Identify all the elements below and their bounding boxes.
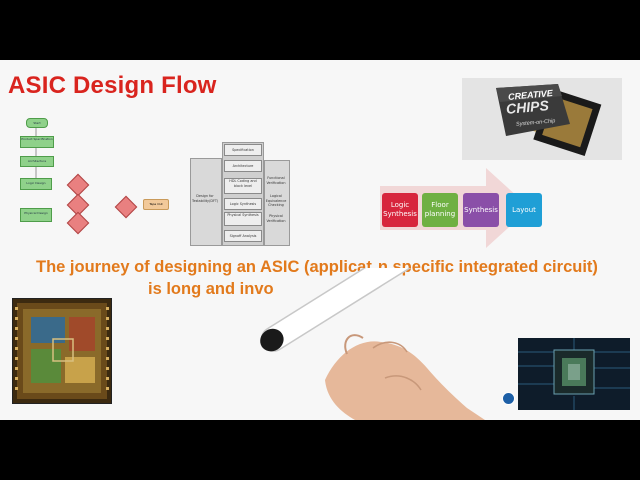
video-frame: ASIC Design Flow Start Product Specifica… bbox=[0, 60, 640, 420]
flowchart-step: Architecture bbox=[20, 156, 54, 167]
hand-with-marker bbox=[260, 268, 485, 420]
flowchart-step: Product Specification bbox=[20, 136, 54, 148]
flow-box-layout: Layout bbox=[506, 193, 542, 227]
flow-box-synthesis: Synthesis bbox=[463, 193, 499, 227]
flowchart-step: Physical Design bbox=[20, 208, 52, 222]
flowchart-decision bbox=[114, 195, 138, 219]
flow-step: Physical Synthesis bbox=[224, 212, 262, 226]
channel-badge-icon[interactable] bbox=[502, 392, 515, 405]
dft-label: Design for Testability(DFT) bbox=[192, 194, 219, 203]
slide-title: ASIC Design Flow bbox=[8, 72, 217, 99]
dft-column bbox=[190, 158, 222, 246]
headline-line2: is long and invo bbox=[148, 280, 274, 298]
flow-step: Signoff Analysis bbox=[224, 230, 262, 242]
circuit-board-photo bbox=[518, 338, 630, 410]
verification-label: Functional Verification bbox=[266, 176, 286, 185]
flow-step: Logic Synthesis bbox=[224, 198, 262, 210]
flow-step: Architecture bbox=[224, 160, 262, 172]
verification-label: Physical Verification bbox=[266, 214, 286, 223]
flow-step: Specification bbox=[224, 144, 262, 156]
flowchart-start: Start bbox=[26, 118, 48, 128]
headline-part-b: n specific integrated circuit) bbox=[377, 258, 598, 276]
chip-logo-image bbox=[496, 84, 602, 157]
verification-column bbox=[264, 160, 290, 246]
main-column bbox=[222, 142, 264, 246]
flowchart-tapeout: Tape Out bbox=[143, 199, 169, 210]
chip-die-photo bbox=[12, 298, 112, 404]
flow-step: HDL Coding and block level bbox=[224, 178, 262, 194]
creative-chips-panel: CREATIVE CHIPS System-on-Chip bbox=[462, 78, 622, 160]
circuit-board-image bbox=[518, 338, 630, 410]
flowchart-step: Logic Design bbox=[20, 178, 52, 190]
flow-box-logic-synthesis: Logic Synthesis bbox=[382, 193, 418, 227]
flow-box-floor-planning: Floor planning bbox=[422, 193, 458, 227]
headline-part-a: The journey of designing an ASIC (applic… bbox=[36, 258, 372, 276]
headline-line1: The journey of designing an ASIC (applic… bbox=[36, 258, 598, 277]
verification-label: Logical Equivalence Checking bbox=[265, 194, 287, 207]
die-photo-image bbox=[15, 303, 109, 399]
flowchart-decision bbox=[66, 211, 90, 235]
